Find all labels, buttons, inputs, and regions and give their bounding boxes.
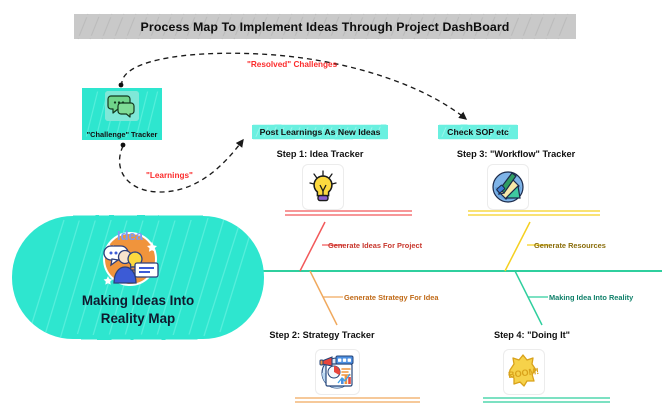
- challenge-tracker-label: "Challenge" Tracker: [86, 130, 158, 139]
- step4-title: Step 4: "Doing It": [493, 330, 571, 340]
- step4-branch-label: Making Idea Into Reality: [549, 293, 634, 302]
- learnings-arrow-origin-dot: [120, 142, 126, 148]
- step1-icon-tile[interactable]: [303, 165, 343, 209]
- main-node-label-line2: Reality Map: [100, 310, 176, 326]
- branch-line-step3: [504, 221, 531, 272]
- page-title-band: Process Map To Implement Ideas Through P…: [72, 12, 578, 41]
- svg-text:Idea: Idea: [117, 228, 144, 243]
- branch-line-step1: [299, 221, 326, 272]
- main-node-label-line1: Making Ideas Into: [81, 293, 195, 308]
- title-scribble-background: [74, 13, 576, 40]
- learnings-arrow-label: "Learnings": [146, 171, 193, 180]
- main-node-label: Making Ideas Into Reality Map: [8, 292, 268, 328]
- branch-line-step4: [514, 270, 543, 326]
- step2-title: Step 2: Strategy Tracker: [269, 330, 375, 340]
- check-sop-chip-background: [438, 124, 518, 140]
- main-node[interactable]: Idea: [8, 212, 268, 343]
- step3-branch-label: Generate Resources: [534, 241, 606, 250]
- design-tools-pencil-ruler-icon: [492, 171, 524, 203]
- post-learnings-chip-background: [252, 124, 388, 140]
- branch-line-step2: [309, 270, 338, 326]
- lightbulb-icon: [309, 170, 337, 202]
- learnings-arrow-path: [118, 138, 244, 193]
- step2-branch-label: Generate Strategy For Idea: [344, 293, 439, 302]
- resolved-challenges-arrow-label: "Resolved" Challenges: [247, 60, 338, 69]
- step3-title: Step 3: "Workflow" Tracker: [456, 149, 576, 159]
- check-sop-chip[interactable]: Check SOP etc: [436, 123, 520, 141]
- idea-person-illustration-icon: Idea: [103, 228, 159, 286]
- page-title: Process Map To Implement Ideas Through P…: [140, 19, 510, 34]
- step1-title: Step 1: Idea Tracker: [276, 149, 364, 159]
- svg-text:BOOM!: BOOM!: [508, 366, 540, 380]
- challenge-tracker-node[interactable]: "Challenge" Tracker: [80, 86, 164, 142]
- step3-icon-tile[interactable]: [488, 165, 528, 209]
- post-learnings-chip-label: Post Learnings As New Ideas: [259, 127, 381, 137]
- check-sop-chip-label: Check SOP etc: [447, 127, 509, 137]
- analytics-chart-presentation-icon: [319, 355, 354, 389]
- step2-icon-tile[interactable]: [316, 350, 359, 394]
- step4-icon-tile[interactable]: BOOM!: [504, 350, 544, 394]
- post-learnings-chip[interactable]: Post Learnings As New Ideas: [250, 123, 390, 141]
- step1-branch-label: Generate Ideas For Project: [328, 241, 423, 250]
- speech-bubbles-icon: [105, 91, 139, 121]
- boom-explosion-icon: BOOM!: [508, 354, 540, 387]
